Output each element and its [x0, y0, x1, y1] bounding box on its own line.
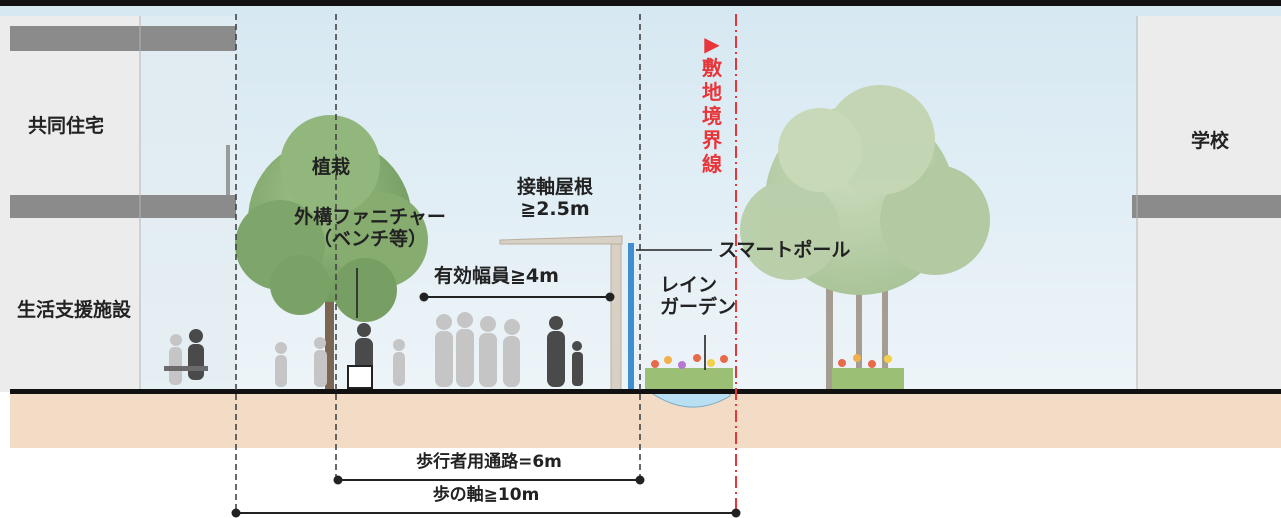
right-building — [1132, 16, 1281, 392]
effective-width-dimension — [419, 292, 615, 302]
left-building — [0, 16, 236, 392]
label-rain-garden-line2: ガーデン — [660, 295, 737, 318]
label-axis: 歩の軸≧10m — [432, 485, 540, 505]
label-smart-pole: スマートポール — [718, 239, 851, 261]
label-roof-line2: ≧2.5m — [520, 197, 590, 220]
reference-lines — [235, 14, 641, 514]
top-border — [0, 0, 1281, 6]
rain-garden-basin — [648, 391, 731, 408]
label-rain-garden-line1: レイン — [660, 274, 718, 296]
label-housing: 共同住宅 — [28, 115, 105, 137]
label-walkway: 歩行者用通路=6m — [416, 452, 562, 472]
street-tree — [235, 115, 428, 390]
label-school: 学校 — [1191, 130, 1230, 152]
label-planting: 植栽 — [312, 156, 351, 178]
label-furniture-line2: （ベンチ等） — [312, 227, 427, 250]
walkway-dimension — [333, 475, 645, 485]
smart-pole — [628, 243, 634, 391]
label-living-support: 生活支援施設 — [17, 299, 132, 321]
axis-dimension — [231, 508, 741, 518]
label-rain-garden: レイン ガーデン — [660, 274, 737, 319]
label-roof-line1: 接軸屋根 — [516, 176, 593, 198]
label-site-boundary: ▶敷地境界線 — [702, 32, 722, 176]
label-effective-width: 有効幅員≧4m — [434, 265, 559, 287]
ground-line — [10, 389, 1281, 394]
label-furniture: 外構ファニチャー （ベンチ等） — [270, 206, 470, 251]
people — [164, 312, 583, 389]
rain-garden-tree — [740, 85, 990, 390]
label-roof: 接軸屋根 ≧2.5m — [500, 176, 610, 221]
ground — [10, 392, 1281, 448]
flowers — [645, 354, 904, 390]
canopy-roof — [499, 235, 623, 391]
label-furniture-line1: 外構ファニチャー — [294, 206, 446, 228]
